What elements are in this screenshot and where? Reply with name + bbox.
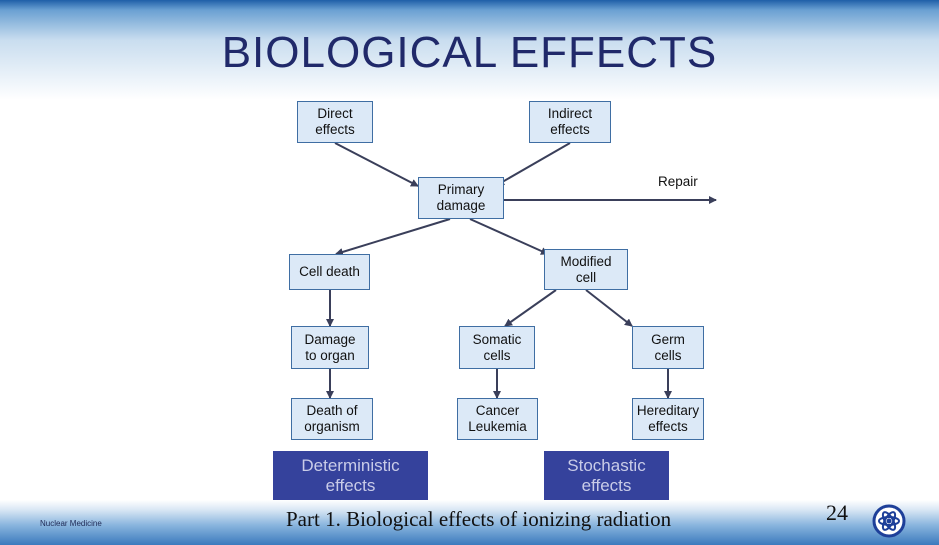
node-cell-death: Cell death: [289, 254, 370, 290]
arrow-primary-modified: [469, 218, 549, 255]
footer-band: [0, 500, 939, 545]
repair-label: Repair: [658, 174, 698, 189]
slide-title: BIOLOGICAL EFFECTS: [221, 28, 718, 77]
node-direct-effects: Direct effects: [297, 101, 373, 143]
arrow-direct-primary: [334, 142, 419, 187]
footer-course-name: Nuclear Medicine: [40, 519, 102, 528]
node-indirect-effects: Indirect effects: [529, 101, 611, 143]
node-damage-to-organ: Damage to organ: [291, 326, 369, 369]
node-primary-damage: Primary damage: [418, 177, 504, 219]
node-modified-cell: Modified cell: [544, 249, 628, 290]
deterministic-effects-label: Deterministic effects: [273, 451, 428, 500]
arrow-primary-celldeath: [335, 218, 451, 256]
node-somatic-cells: Somatic cells: [459, 326, 535, 369]
iaea-logo-icon: [872, 504, 906, 538]
arrow-indirect-primary: [496, 142, 571, 186]
node-hereditary-effects: Hereditary effects: [632, 398, 704, 440]
header-band: [0, 0, 939, 100]
node-death-of-organism: Death of organism: [291, 398, 373, 440]
arrow-modified-germ: [585, 289, 633, 327]
stochastic-effects-label: Stochastic effects: [544, 451, 669, 500]
node-germ-cells: Germ cells: [632, 326, 704, 369]
footer-title: Part 1. Biological effects of ionizing r…: [286, 507, 672, 531]
arrow-modified-somatic: [504, 289, 557, 327]
node-cancer-leukemia: Cancer Leukemia: [457, 398, 538, 440]
page-number: 24: [826, 500, 848, 525]
